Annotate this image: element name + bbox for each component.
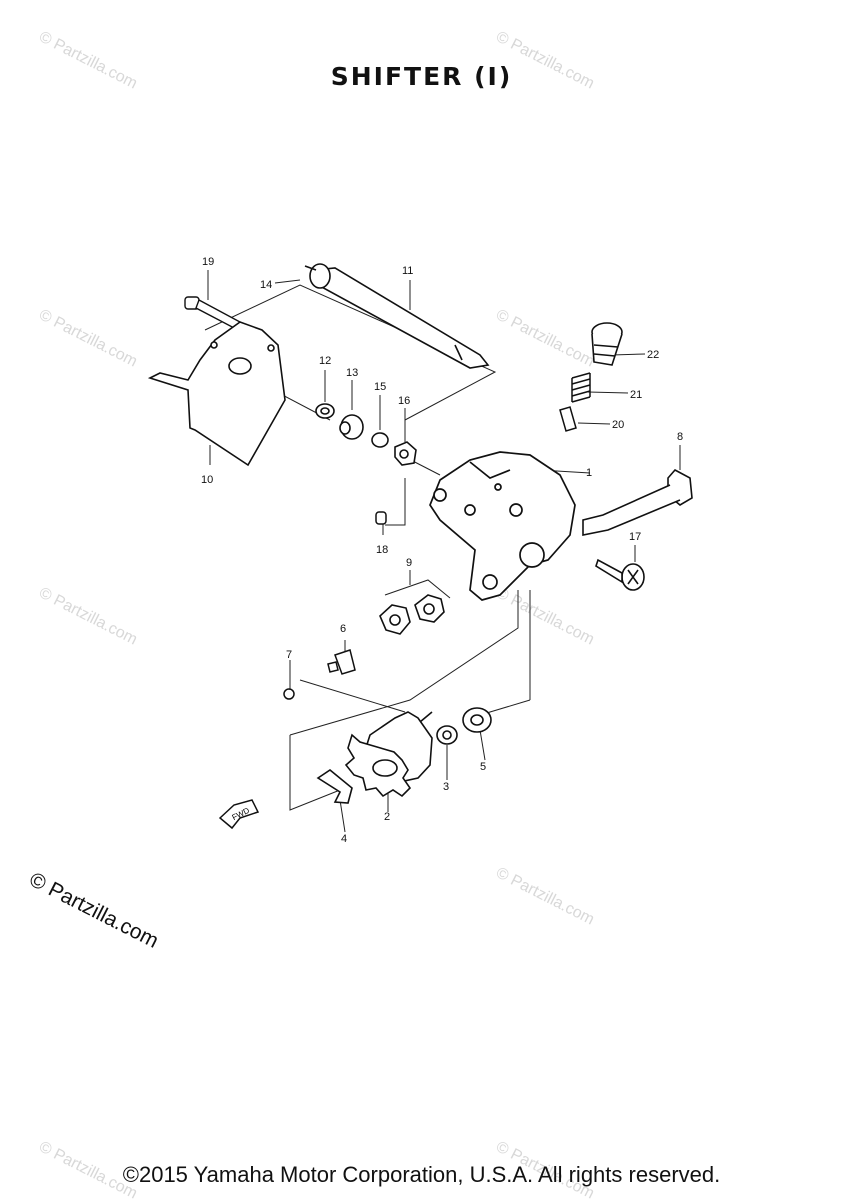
footer-copyright: ©2015 Yamaha Motor Corporation, U.S.A. A…: [122, 1162, 721, 1187]
watermark: © Partzilla.com: [36, 584, 140, 648]
part-number-12: 12: [319, 355, 331, 367]
part-1-housing: [429, 451, 576, 601]
part-number-11: 11: [402, 265, 413, 277]
part-number-3: 3: [443, 781, 449, 793]
part-number-8: 8: [677, 431, 683, 443]
part-number-6: 6: [340, 623, 346, 635]
part-number-15: 15: [374, 381, 386, 393]
part-9-nuts: [379, 594, 445, 635]
watermark: © Partzilla.com: [493, 306, 597, 370]
part-13-bushing: [339, 414, 364, 440]
part-number-9: 9: [406, 557, 412, 569]
part-number-19: 19: [202, 256, 214, 268]
watermark: © Partzilla.com: [493, 28, 597, 92]
part-6-stopper: [327, 649, 356, 675]
part-18-dowel: [375, 511, 387, 525]
part-number-16: 16: [398, 395, 410, 407]
part-number-13: 13: [346, 367, 358, 379]
part-number-21: 21: [630, 389, 642, 401]
part-12-washer: [315, 403, 335, 419]
part-22-plug: [591, 322, 623, 366]
part-number-22: 22: [647, 349, 659, 361]
part-number-5: 5: [480, 761, 486, 773]
watermark: © Partzilla.com: [493, 584, 597, 648]
watermark: © Partzilla.com: [36, 28, 140, 92]
part-number-2: 2: [384, 811, 390, 823]
part-number-10: 10: [201, 474, 213, 486]
fwd-arrow: FWD: [218, 799, 260, 830]
part-19-bolt: [184, 296, 241, 330]
part-number-4: 4: [341, 833, 347, 845]
part-4-clip: [316, 769, 353, 804]
part-20-pin: [559, 406, 577, 432]
part-number-14: 14: [260, 279, 272, 291]
part-7-clip: [283, 688, 295, 700]
part-15-clip: [371, 432, 389, 448]
part-17-screw: [595, 558, 645, 591]
part-number-7: 7: [286, 649, 292, 661]
part-11-shaft: [304, 263, 490, 369]
watermark: © Partzilla.com: [36, 306, 140, 370]
part-number-20: 20: [612, 419, 624, 431]
part-16-nut: [394, 441, 417, 466]
part-3-washer: [436, 725, 458, 745]
page-title: SHIFTER (I): [330, 62, 513, 91]
part-number-1: 1: [586, 467, 592, 479]
part-8-bolt: [582, 468, 693, 536]
watermarks: © Partzilla.com © Partzilla.com © Partzi…: [36, 28, 597, 1200]
part-10-plate: [147, 321, 286, 467]
part-21-spring: [571, 372, 591, 403]
part-5-washer: [462, 707, 492, 733]
part-2-segment: [344, 711, 433, 798]
part-numbers: 1 2 3 4 5 6 7 8 9 10 11 12 13 14 15 16 1…: [201, 256, 683, 845]
part-number-17: 17: [629, 531, 641, 543]
watermark: © Partzilla.com: [493, 864, 597, 928]
part-number-18: 18: [376, 544, 388, 556]
